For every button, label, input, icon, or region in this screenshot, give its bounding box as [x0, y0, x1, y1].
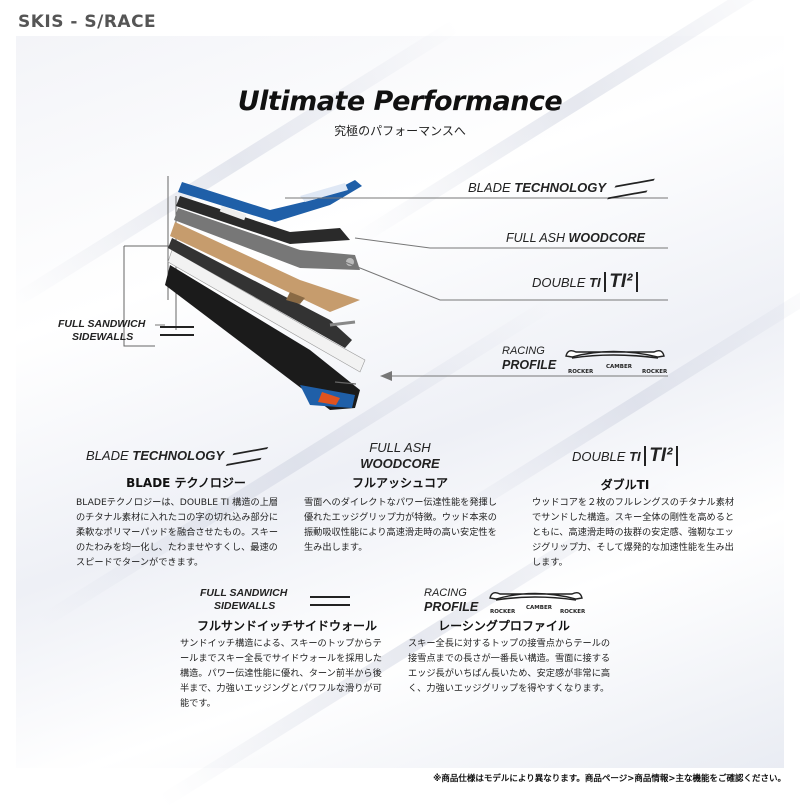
page-title: Ultimate Performance [237, 86, 563, 117]
ski-ti-upper-layer [174, 208, 360, 270]
ski-base-layer [165, 265, 360, 410]
section-woodcore-body: 雪面へのダイレクトなパワー伝達性能を発揮し優れたエッジグリップ力が特徴。ウッド本… [304, 497, 497, 553]
svg-text:ROCKER: ROCKER [568, 369, 594, 375]
svg-text:ROCKER: ROCKER [642, 369, 668, 375]
section-doubleti-heading: DOUBLE TI TI² [572, 446, 678, 466]
sidewalls-lines-icon [310, 596, 350, 606]
section-doubleti-body: ウッドコアを２枚のフルレングスのチタナル素材でサンドした構造。スキー全体の剛性を… [532, 497, 735, 568]
section-blade-title: BLADE テクノロジー [126, 476, 246, 490]
content-panel [11, 0, 800, 808]
section-sidewalls-heading: FULL SANDWICH SIDEWALLS [200, 587, 288, 612]
section-sidewalls-body: サンドイッチ構造による、スキーのトップからテールまでスキー全長でサイドウォールを… [180, 638, 383, 709]
section-blade-body: BLADEテクノロジーは、DOUBLE TI 構造の上層のチタナル素材に入れたコ… [76, 497, 279, 568]
profile-shape-icon: ROCKER CAMBER ROCKER [565, 349, 668, 375]
ski-ti-lower-layer [168, 238, 352, 348]
section-profile-title: レーシングプロファイル [438, 619, 570, 633]
svg-text:ROCKER: ROCKER [490, 609, 516, 615]
label-full-ash-woodcore: FULL ASH WOODCORE [506, 231, 645, 245]
footnote: ※商品仕様はモデルにより異なります。商品ページ>商品情報>主な機能をご確認くださ… [433, 774, 786, 784]
label-blade-technology: BLADE TECHNOLOGY [468, 178, 655, 199]
svg-text:CAMBER: CAMBER [606, 364, 633, 370]
ski-woodcore-layer [170, 222, 360, 312]
label-racing-profile: RACING PROFILE [502, 345, 557, 372]
section-doubleti-title: ダブルTI [600, 478, 650, 492]
svg-text:ROCKER: ROCKER [560, 609, 586, 615]
section-blade-heading: BLADE TECHNOLOGY [86, 447, 268, 467]
label-full-sandwich-sidewalls: FULL SANDWICH SIDEWALLS [58, 318, 146, 343]
ski-blade-layer [176, 196, 350, 244]
section-sidewalls-title: フルサンドイッチサイドウォール [196, 619, 377, 633]
section-profile-heading: RACING PROFILE [424, 587, 479, 614]
sidewalls-lines-icon [160, 326, 194, 336]
ski-white-layer [167, 249, 366, 373]
page-subtitle: 究極のパフォーマンスへ [334, 124, 466, 138]
profile-shape-icon: ROCKER CAMBER ROCKER [489, 591, 586, 615]
label-double-ti: DOUBLE TI TI² [532, 272, 638, 292]
section-woodcore-heading: FULL ASH WOODCORE [360, 440, 440, 471]
category-label: SKIS - S/RACE [18, 12, 157, 32]
ti-squared-mark: TI² [604, 272, 638, 292]
ti-squared-mark: TI² [644, 446, 678, 466]
section-woodcore-title: フルアッシュコア [351, 476, 448, 490]
section-profile-body: スキー全長に対するトップの接雪点からテールの接雪点までの長さが一番長い構造。雪面… [408, 638, 611, 694]
svg-text:CAMBER: CAMBER [526, 605, 553, 611]
ski-topsheet-layer [178, 180, 362, 222]
